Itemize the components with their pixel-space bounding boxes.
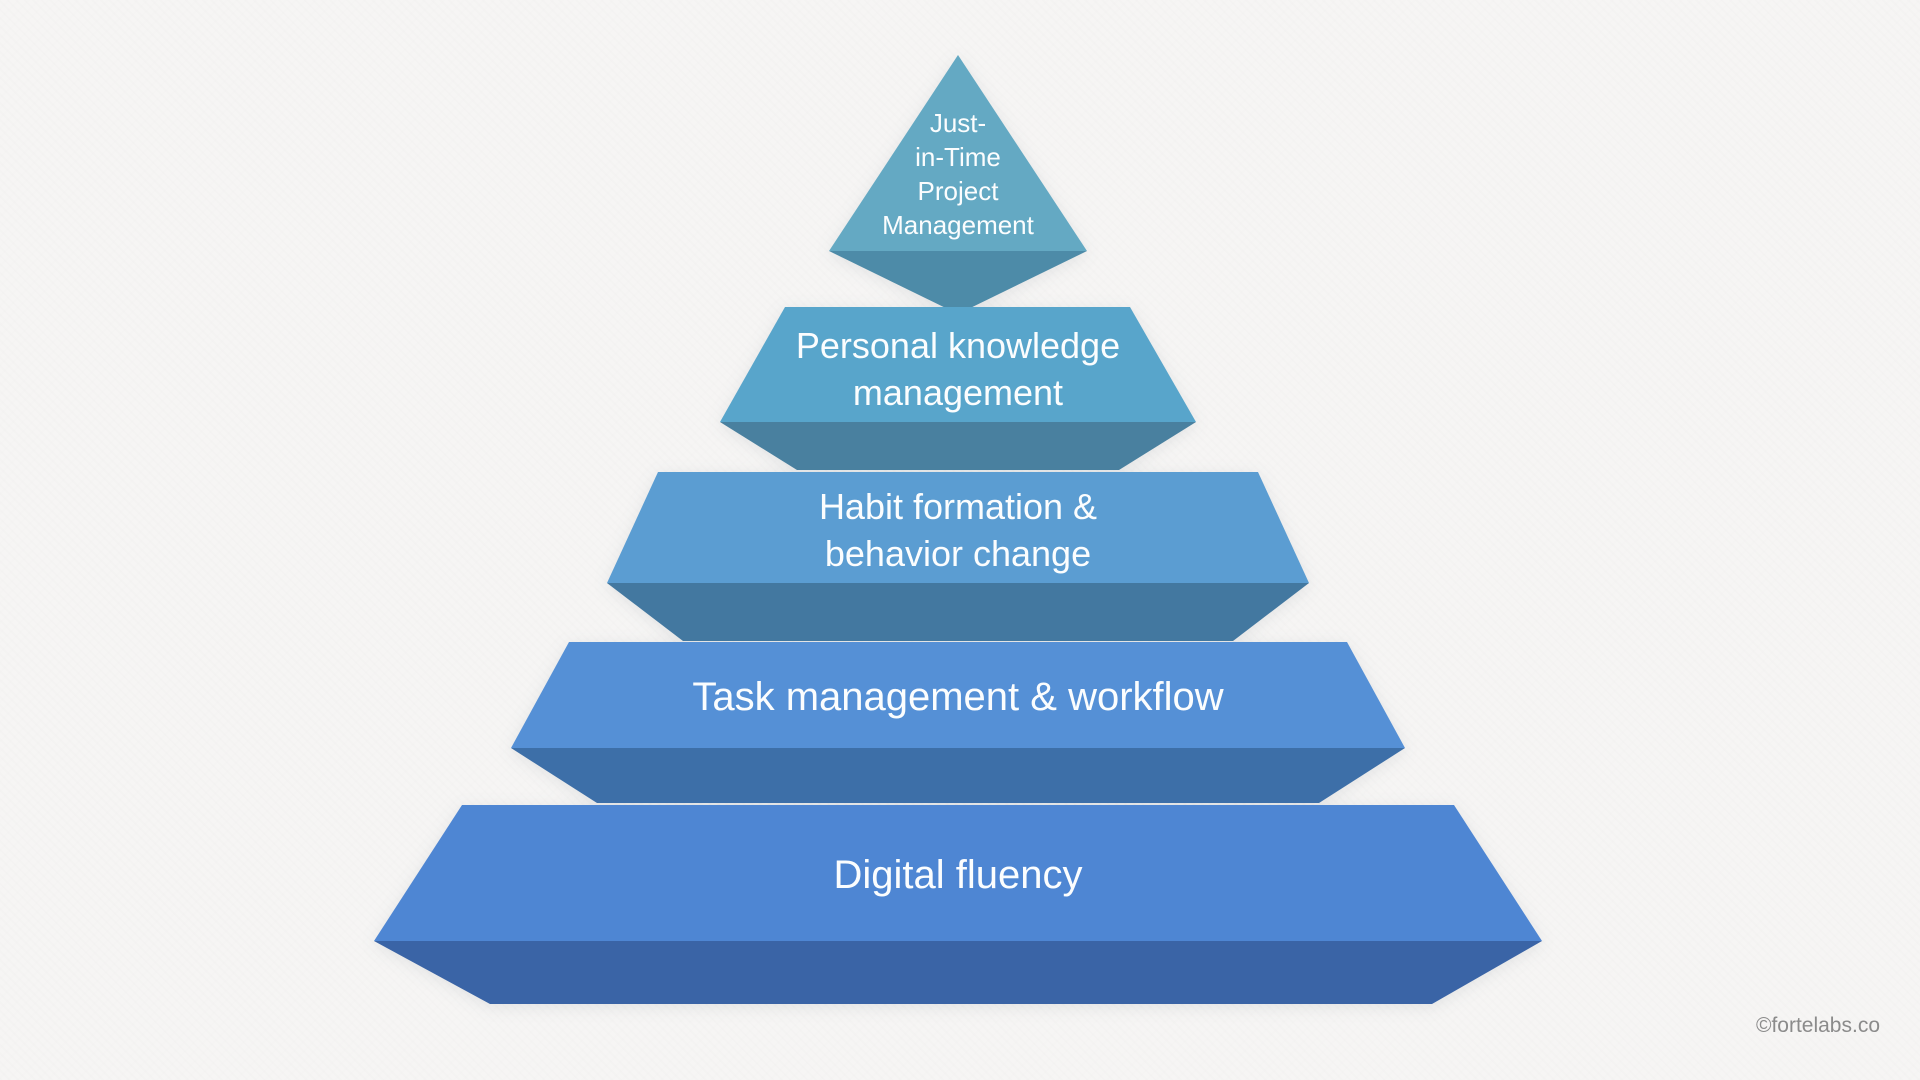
level-3-face xyxy=(607,472,1309,583)
level-4-bevel xyxy=(511,748,1405,803)
fortelabs-watermark: ©fortelabs.co xyxy=(1755,1014,1880,1037)
level-4-face xyxy=(511,642,1405,748)
pyramid-level-2 xyxy=(720,307,1196,470)
level-5-face xyxy=(374,805,1542,941)
pyramid-level-3 xyxy=(607,472,1309,641)
level-1-face xyxy=(829,55,1087,251)
level-2-bevel xyxy=(720,422,1196,470)
pyramid-level-5 xyxy=(374,805,1542,1004)
level-3-bevel xyxy=(607,583,1309,641)
level-5-bevel xyxy=(374,941,1542,1004)
pyramid-level-1 xyxy=(829,55,1087,314)
pyramid-level-4 xyxy=(511,642,1405,803)
level-2-face xyxy=(720,307,1196,422)
level-1-bevel xyxy=(829,251,1087,314)
